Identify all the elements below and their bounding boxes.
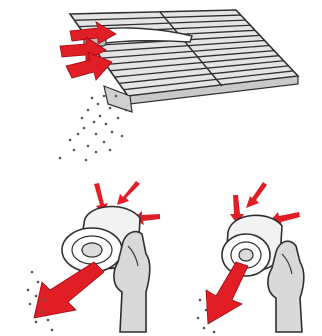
crumb <box>37 281 40 284</box>
crumb <box>83 127 86 130</box>
crumb <box>93 121 96 124</box>
crumb <box>73 149 76 152</box>
crumb <box>91 97 94 100</box>
crumb <box>117 117 120 120</box>
crumb <box>85 159 88 162</box>
crumb <box>97 103 100 106</box>
squeeze-arrow-icon <box>246 182 267 208</box>
crumb <box>87 109 90 112</box>
crumb <box>35 295 38 298</box>
crumb <box>209 321 212 324</box>
crumb <box>51 329 54 332</box>
crumb <box>203 327 206 330</box>
crumb <box>109 107 112 110</box>
roll-end-core <box>82 243 102 257</box>
crumb <box>77 133 80 136</box>
crumb <box>103 95 106 98</box>
crumb <box>99 115 102 118</box>
squeeze-arrow-icon <box>206 262 248 324</box>
crumb <box>199 299 202 302</box>
crumb <box>69 139 72 142</box>
squeeze-arrow-icon <box>34 262 104 318</box>
crumb <box>115 95 118 98</box>
crumb <box>197 317 200 320</box>
crumb <box>31 271 34 274</box>
crumb <box>103 141 106 144</box>
crumb <box>95 133 98 136</box>
crumb <box>41 311 44 314</box>
crumb <box>111 131 114 134</box>
crumb <box>81 117 84 120</box>
roll-end-core <box>239 249 253 261</box>
roll-squeeze-left-panel <box>27 181 160 332</box>
crumb <box>109 149 112 152</box>
crumb <box>27 289 30 292</box>
crumb <box>125 109 128 112</box>
crumb <box>105 123 108 126</box>
roll-squeeze-right-panel <box>197 182 304 333</box>
crumb <box>35 321 38 324</box>
crumb <box>59 157 62 160</box>
crumb <box>43 299 46 302</box>
grate-scrub-panel <box>59 10 298 161</box>
crumb <box>213 331 216 334</box>
crumb <box>95 151 98 154</box>
crumb <box>47 319 50 322</box>
crumb <box>205 309 208 312</box>
crumb <box>121 135 124 138</box>
crumb <box>87 145 90 148</box>
squeeze-arrow-icon <box>117 181 140 205</box>
crumb <box>29 303 32 306</box>
